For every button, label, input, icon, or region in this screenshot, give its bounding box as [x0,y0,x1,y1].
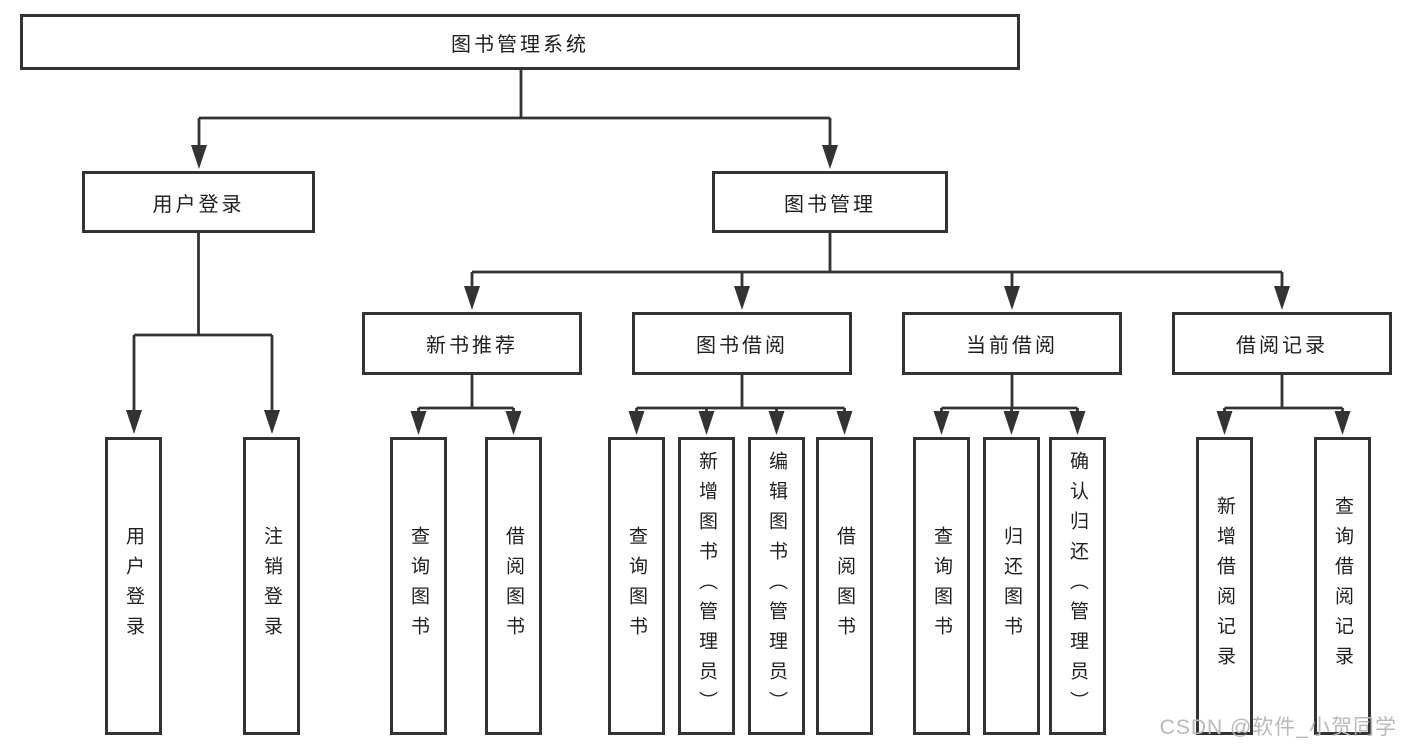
leaf-label: 借阅图书 [503,526,524,646]
leaf-label: 归还图书 [1001,526,1022,646]
leaf-label: 查询借阅记录 [1332,496,1353,676]
node-current-borrow: 当前借阅 [902,312,1122,375]
leaf-label: 查询图书 [626,526,647,646]
leaf-query-books-borrow: 查询图书 [608,437,665,735]
leaf-borrow-books: 借阅图书 [816,437,873,735]
leaf-logout: 注销登录 [243,437,300,735]
leaf-query-books-recommend: 查询图书 [390,437,447,735]
leaf-label: 借阅图书 [834,526,855,646]
leaf-confirm-return-admin: 确认归还（管理员） [1049,437,1106,735]
leaf-return-book: 归还图书 [983,437,1040,735]
leaf-edit-book-admin: 编辑图书（管理员） [748,437,805,735]
node-borrow-records: 借阅记录 [1172,312,1392,375]
arrowheads [126,145,1351,435]
leaf-label: 确认归还（管理员） [1067,451,1088,721]
node-book-borrow: 图书借阅 [632,312,852,375]
leaf-label: 查询图书 [408,526,429,646]
leaf-label: 注销登录 [261,526,282,646]
leaf-label: 编辑图书（管理员） [766,451,787,721]
leaf-label: 用户登录 [123,526,144,646]
leaf-add-borrow-record: 新增借阅记录 [1196,437,1253,735]
leaf-query-books-current: 查询图书 [913,437,970,735]
leaf-label: 新增借阅记录 [1214,496,1235,676]
node-new-book-recommend: 新书推荐 [362,312,582,375]
leaf-query-borrow-record: 查询借阅记录 [1314,437,1371,735]
node-root: 图书管理系统 [20,14,1020,70]
leaf-borrow-books-recommend: 借阅图书 [485,437,542,735]
node-user-login: 用户登录 [82,171,315,233]
leaf-add-book-admin: 新增图书（管理员） [678,437,735,735]
node-book-management: 图书管理 [712,171,948,233]
leaf-user-login: 用户登录 [105,437,162,735]
leaf-label: 查询图书 [931,526,952,646]
leaf-label: 新增图书（管理员） [696,451,717,721]
watermark: CSDN @软件_小贺同学 [1159,716,1397,739]
